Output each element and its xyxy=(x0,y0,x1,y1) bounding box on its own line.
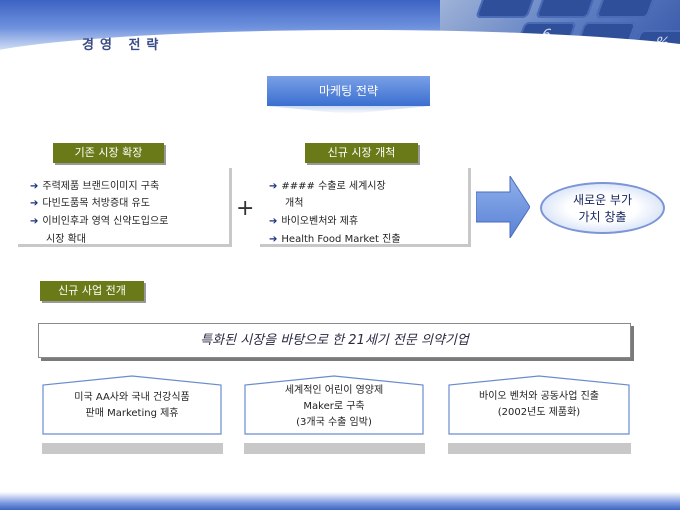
business-box-2-line3: (3개국 수출 임박) xyxy=(296,417,372,428)
arrow-right-icon: ➔ xyxy=(269,234,278,245)
big-arrow-right-icon xyxy=(476,176,530,238)
new-value-ellipse: 새로운 부가 가치 창출 xyxy=(540,182,665,234)
calc-key xyxy=(595,0,657,18)
new-business-header: 신규 사업 전개 xyxy=(40,281,144,301)
header-banner: 6 % xyxy=(0,0,680,62)
arrow-right-icon: ➔ xyxy=(30,198,39,209)
list-item: ➔다빈도품목 처방증대 유도 xyxy=(30,198,150,209)
new-value-line1: 새로운 부가 xyxy=(572,193,632,207)
business-box-1-line2: 판매 Marketing 제휴 xyxy=(85,408,179,419)
calc-key xyxy=(535,0,597,18)
business-box-3: 바이오 벤처와 공동사업 진출 (2002년도 제품화) xyxy=(448,375,630,435)
business-box-1-line1: 미국 AA사와 국내 건강식품 xyxy=(74,392,190,403)
page-title: 경영 전략 xyxy=(82,38,165,53)
list-item-continued: 시장 확대 xyxy=(46,234,86,245)
business-box-1: 미국 AA사와 국내 건강식품 판매 Marketing 제휴 xyxy=(42,375,222,435)
list-item-continued: 개척 xyxy=(285,198,304,209)
grey-bar xyxy=(448,443,631,454)
new-market-panel: ➔#### 수출로 세계시장 개척 ➔바이오벤처와 제휴 ➔Health Foo… xyxy=(260,168,471,247)
new-market-header: 신규 시장 개척 xyxy=(305,143,418,163)
arrow-right-icon: ➔ xyxy=(30,216,39,227)
house-shape xyxy=(448,375,630,435)
list-item: ➔Health Food Market 진출 xyxy=(269,234,401,245)
existing-market-header: 기존 시장 확장 xyxy=(53,143,164,163)
business-box-3-line1: 바이오 벤처와 공동사업 진출 xyxy=(479,391,599,402)
marketing-strategy-shadow xyxy=(267,106,430,114)
new-value-line2: 가치 창출 xyxy=(578,210,627,224)
business-box-2-line1: 세계적인 어린이 영양제 xyxy=(284,385,384,396)
calc-key xyxy=(475,0,537,18)
list-item: ➔주력제품 브랜드이미지 구축 xyxy=(30,181,160,192)
business-box-2: 세계적인 어린이 영양제 Maker로 구축 (3개국 수출 임박) xyxy=(244,375,424,435)
grey-bar xyxy=(42,443,223,454)
marketing-strategy-box: 마케팅 전략 xyxy=(267,76,430,106)
existing-market-panel: ➔주력제품 브랜드이미지 구축 ➔다빈도품목 처방증대 유도 ➔이비인후과 영역… xyxy=(18,168,232,247)
list-item: ➔#### 수출로 세계시장 xyxy=(269,181,386,192)
house-shape xyxy=(244,375,424,435)
arrow-right-icon: ➔ xyxy=(30,181,39,192)
business-box-2-line2: Maker로 구축 xyxy=(303,401,365,412)
grey-bar xyxy=(244,443,425,454)
house-shape xyxy=(42,375,222,435)
arrow-right-icon: ➔ xyxy=(269,181,278,192)
plus-sign: + xyxy=(236,196,255,221)
list-item: ➔바이오벤처와 제휴 xyxy=(269,216,359,227)
footer-band xyxy=(0,492,680,510)
new-business-banner: 특화된 시장을 바탕으로 한 21세기 전문 의약기업 xyxy=(38,323,631,358)
list-item: ➔이비인후과 영역 신약도입으로 xyxy=(30,216,169,227)
arrow-right-icon: ➔ xyxy=(269,216,278,227)
business-box-3-line2: (2002년도 제품화) xyxy=(497,407,581,418)
